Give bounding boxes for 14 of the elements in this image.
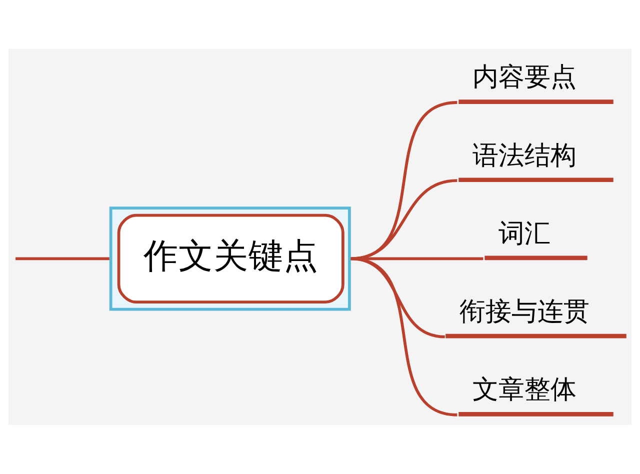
node-label: 文章整体	[472, 375, 577, 406]
node-box	[484, 256, 588, 260]
connector	[350, 257, 458, 416]
node-label: 内容要点	[472, 62, 577, 93]
connector	[16, 257, 110, 260]
node-label: 语法结构	[472, 140, 577, 171]
node-label: 词汇	[498, 218, 551, 249]
node-box	[458, 178, 614, 182]
node-label: 衔接与连贯	[460, 297, 590, 328]
node-box	[446, 334, 626, 338]
connector	[350, 257, 484, 260]
node-box	[458, 412, 614, 416]
node-box	[458, 100, 614, 104]
connector	[350, 257, 446, 338]
